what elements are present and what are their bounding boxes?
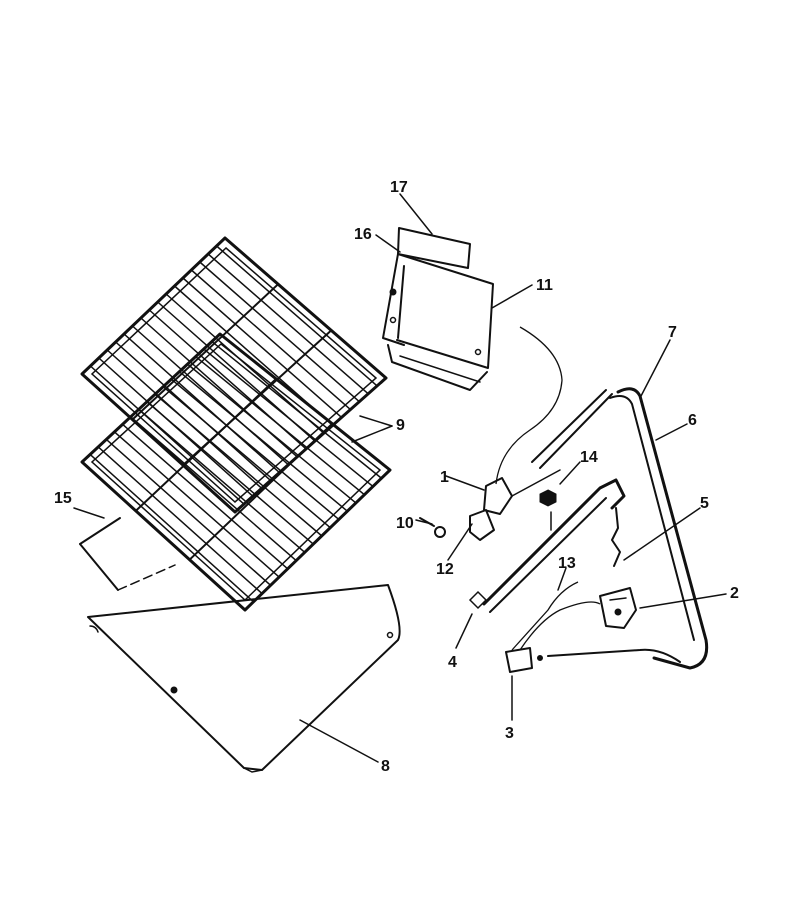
callout-2: 2	[730, 585, 739, 602]
rack-wire	[113, 431, 280, 578]
oven-bottom-panel	[87, 584, 401, 773]
rack-cross-rod	[131, 283, 280, 421]
rack-wire	[186, 363, 357, 504]
callout-labels: 17 16 11 7 6 9 14 1 10 12 15 5 13 2 4 3 …	[54, 179, 739, 775]
rack-wire	[199, 261, 361, 403]
callout-1: 1	[440, 469, 449, 486]
rack-wire	[146, 401, 314, 545]
callout-6: 6	[688, 412, 697, 429]
rack-wire	[89, 453, 255, 603]
oven-rack-lower	[80, 332, 392, 612]
hex-nut	[539, 489, 557, 531]
rack-wire	[121, 423, 289, 570]
rack-wire	[178, 370, 349, 512]
ignitor-assembly	[469, 326, 563, 541]
callout-11: 11	[536, 277, 553, 294]
broiler-shield	[382, 227, 494, 391]
screw	[419, 517, 446, 538]
rack-cross-rod	[134, 377, 278, 512]
leader-lines	[73, 193, 727, 763]
callout-8: 8	[381, 758, 390, 775]
callout-15: 15	[54, 490, 72, 507]
rack-wire	[138, 408, 306, 554]
rack-wire	[123, 333, 281, 474]
broil-burner	[531, 387, 709, 670]
callout-17: 17	[390, 179, 408, 196]
safety-valve	[599, 587, 637, 629]
callout-7: 7	[668, 324, 677, 341]
callout-14: 14	[580, 449, 598, 466]
callout-16: 16	[354, 226, 372, 243]
flame-spreader	[79, 517, 176, 591]
oven-rack-upper	[80, 236, 388, 514]
callout-12: 12	[436, 561, 454, 578]
callout-9: 9	[396, 417, 405, 434]
rack-wire	[105, 438, 272, 587]
rack-wire	[203, 348, 374, 488]
rack-wire	[190, 269, 352, 411]
callout-4: 4	[448, 654, 457, 671]
rack-wire	[194, 355, 366, 496]
rack-wire	[170, 378, 340, 521]
orifice-tube	[468, 478, 626, 613]
rack-wire	[207, 253, 369, 395]
rack-cross-rod	[188, 422, 334, 561]
rack-wire	[89, 365, 245, 505]
rack-wire	[129, 416, 297, 562]
callout-13: 13	[558, 555, 576, 572]
clip	[611, 507, 621, 567]
callout-10: 10	[396, 515, 414, 532]
rack-wire	[215, 245, 378, 387]
rack-wire	[154, 393, 323, 537]
callout-5: 5	[700, 495, 709, 512]
rack-lower-wires	[89, 340, 383, 603]
rack-wire	[97, 446, 263, 595]
rack-wire	[162, 385, 332, 529]
rack-wire	[131, 325, 290, 466]
rack-wire	[182, 277, 343, 419]
rack-wire	[211, 340, 383, 479]
gas-tubing	[505, 581, 681, 673]
rack-upper-wires	[89, 245, 378, 505]
callout-3: 3	[505, 725, 514, 742]
